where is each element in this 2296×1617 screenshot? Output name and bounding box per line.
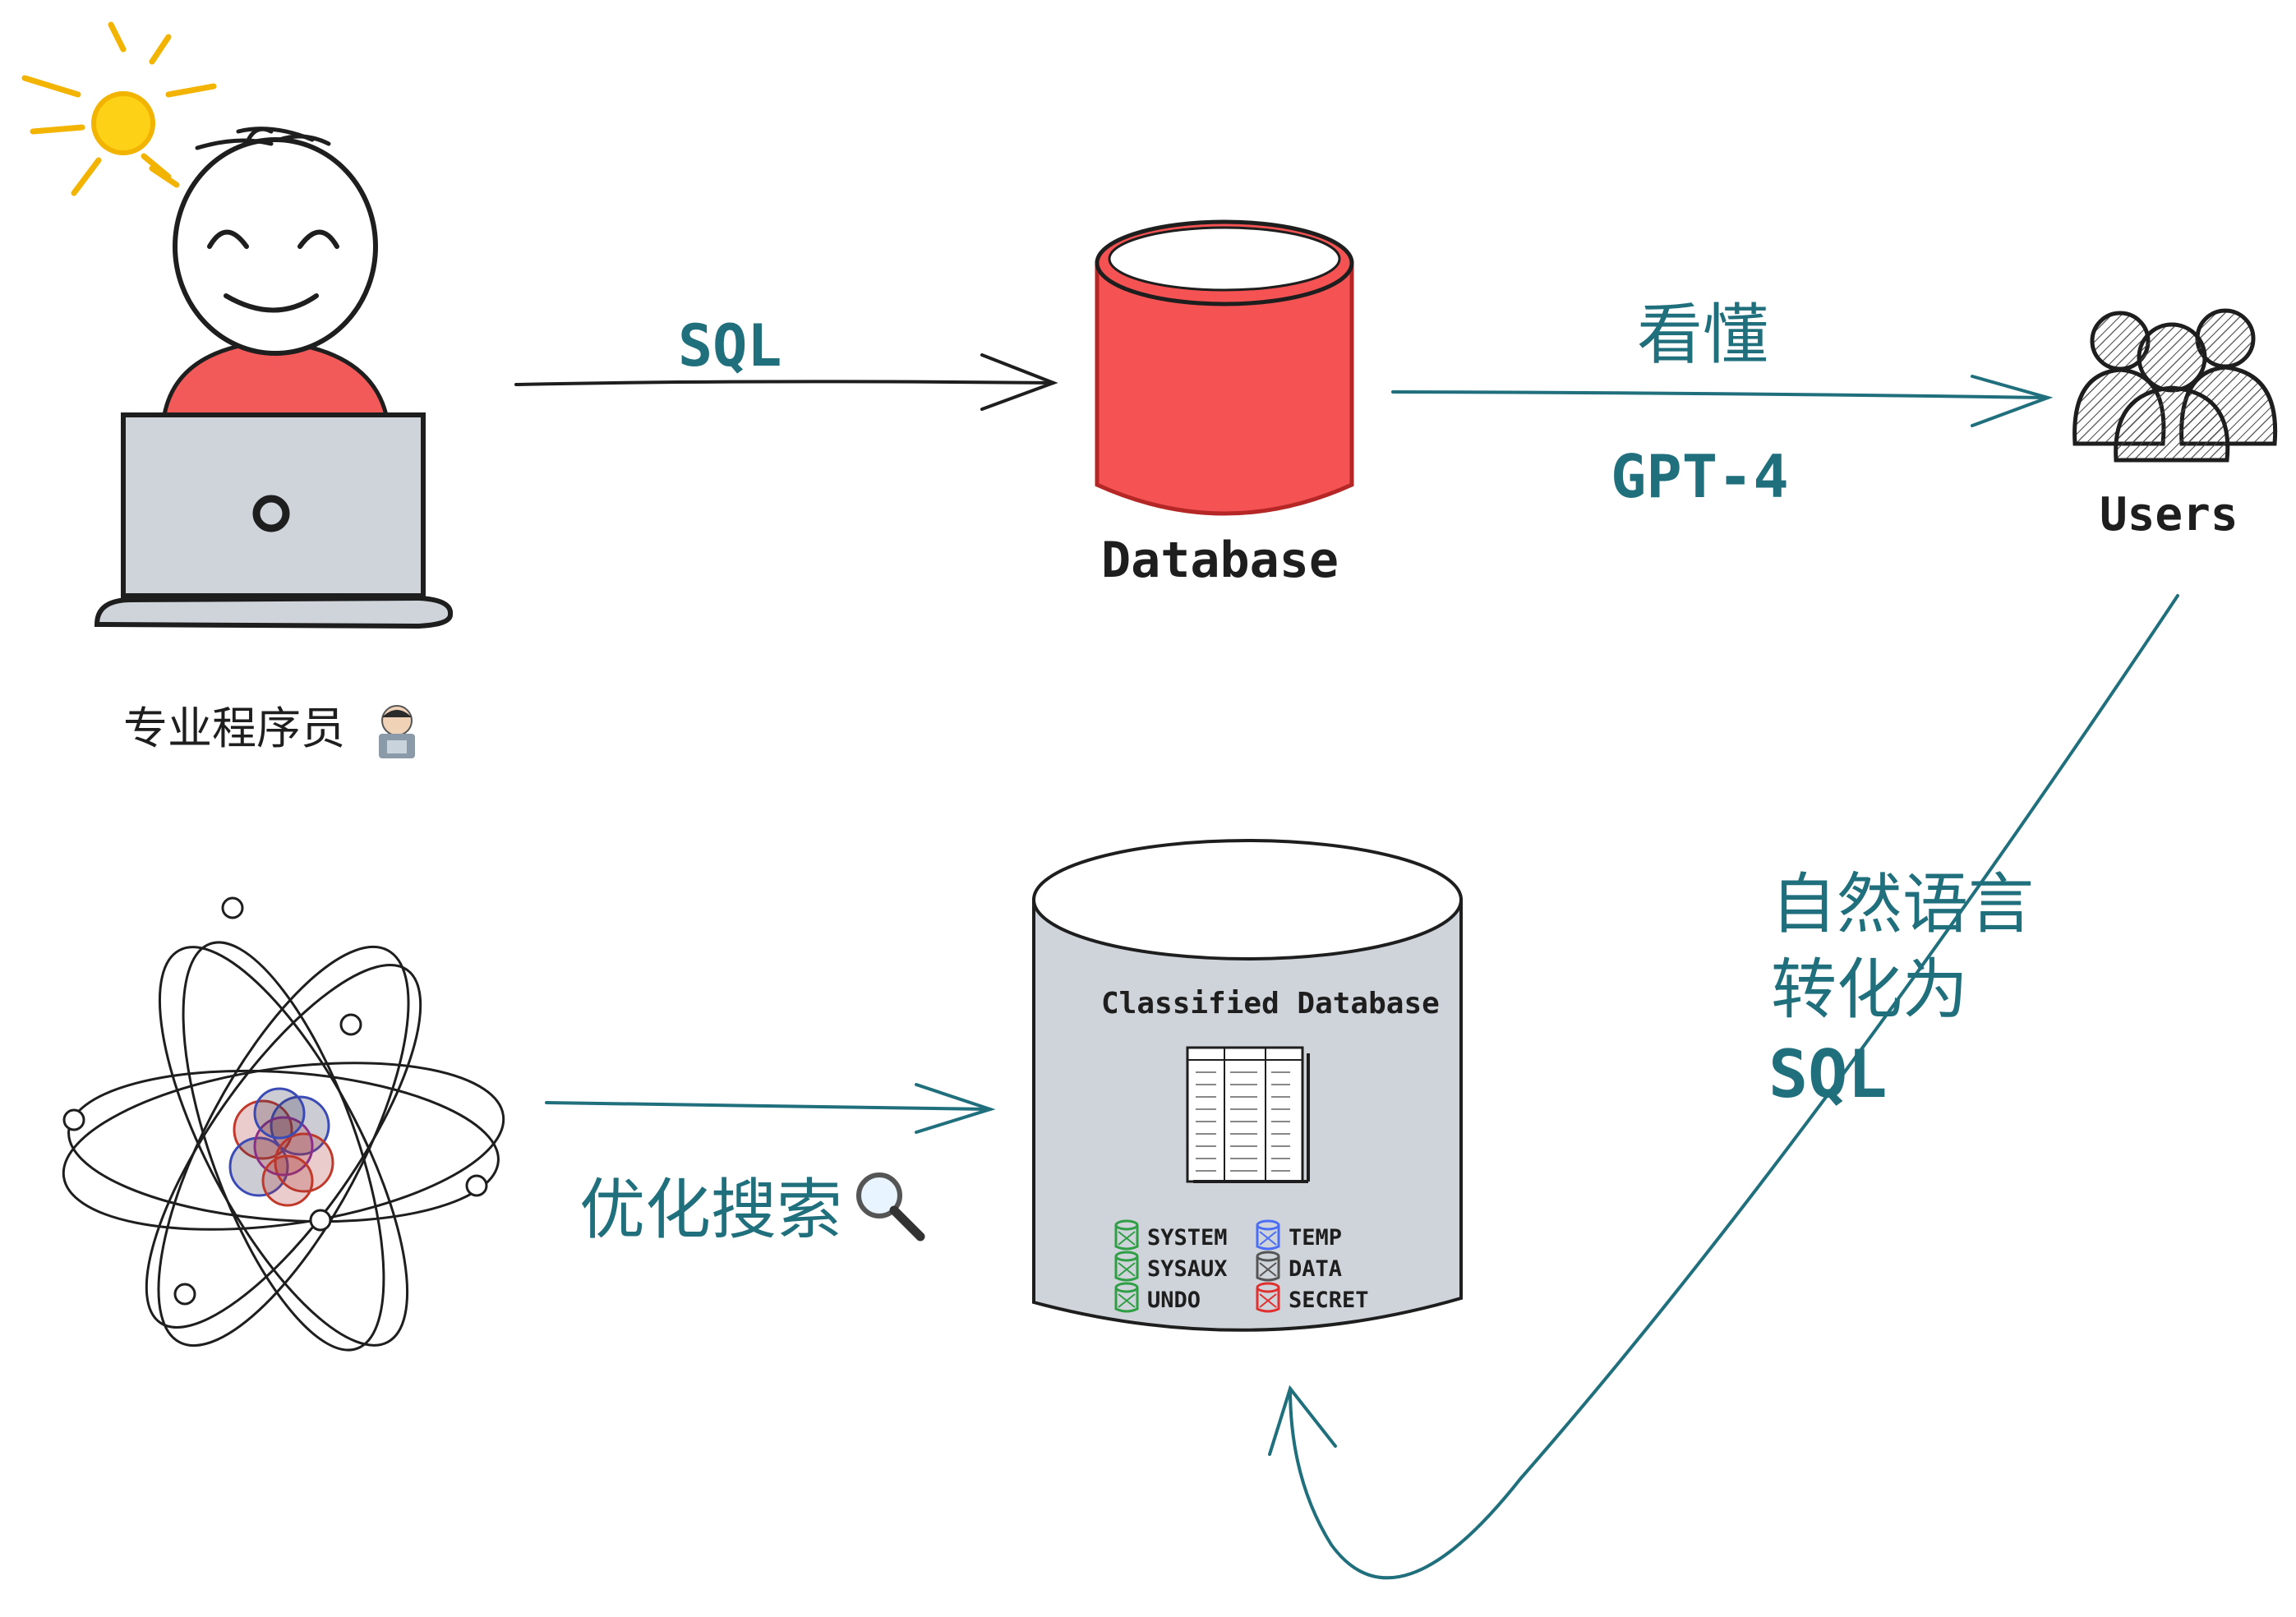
database-label: Database (1101, 532, 1339, 589)
tablespace-item: SECRET (1256, 1282, 1369, 1313)
optimize-search-arrow (545, 1083, 996, 1134)
tablespace-item: SYSAUX (1114, 1251, 1228, 1282)
users-group-icon (2072, 308, 2278, 463)
tablespace-legend: SYSTEM TEMP SYSAUX DATA UNDO SECRET (1114, 1219, 1369, 1313)
sql-arrow-label: SQL (678, 312, 781, 380)
tablespace-label: SYSAUX (1147, 1256, 1228, 1282)
technologist-emoji (379, 705, 415, 758)
understand-label: 看懂 (1637, 297, 1768, 373)
tablespace-cylinder-icon (1114, 1282, 1139, 1313)
optimize-search-label: 优化搜索 (579, 1172, 842, 1248)
tablespace-cylinder-icon (1256, 1219, 1280, 1251)
magnifying-glass-icon (856, 1172, 925, 1242)
users-label: Users (2100, 488, 2238, 541)
atom-icon (62, 896, 505, 1352)
programmer-label: 专业程序员 (123, 703, 345, 754)
programmer-at-laptop-icon (21, 21, 454, 629)
tablespace-cylinder-icon (1256, 1251, 1280, 1282)
classified-database-icon: SYSTEM TEMP SYSAUX DATA UNDO SECRET (1032, 839, 1463, 1332)
tablespace-cylinder-icon (1256, 1282, 1280, 1313)
nl-to-sql-arrow (1268, 594, 2179, 1580)
tablespace-item: TEMP (1256, 1219, 1342, 1251)
tablespace-cylinder-icon (1114, 1219, 1139, 1251)
tablespace-label: SYSTEM (1147, 1225, 1228, 1251)
sql-arrow (514, 353, 1058, 411)
tablespace-label: TEMP (1289, 1225, 1342, 1251)
tablespace-cylinder-icon (1114, 1251, 1139, 1282)
nl-to-sql-line1: 自然语言 (1771, 866, 2034, 942)
mini-table-icon (1186, 1046, 1310, 1183)
gpt4-arrow (1391, 375, 2054, 427)
tablespace-label: DATA (1289, 1256, 1342, 1282)
tablespace-item: SYSTEM (1114, 1219, 1228, 1251)
tablespace-label: SECRET (1289, 1288, 1369, 1313)
gpt4-label: GPT-4 (1611, 442, 1789, 511)
tablespace-item: DATA (1256, 1251, 1342, 1282)
classified-title: Classified Database (1101, 987, 1440, 1020)
nl-to-sql-line3: SQL (1768, 1036, 1888, 1113)
nl-to-sql-line2: 转化为 (1771, 951, 1968, 1028)
tablespace-item: UNDO (1114, 1282, 1201, 1313)
database-cylinder-icon (1095, 219, 1354, 516)
sun-icon (21, 21, 217, 196)
tablespace-label: UNDO (1147, 1288, 1201, 1313)
